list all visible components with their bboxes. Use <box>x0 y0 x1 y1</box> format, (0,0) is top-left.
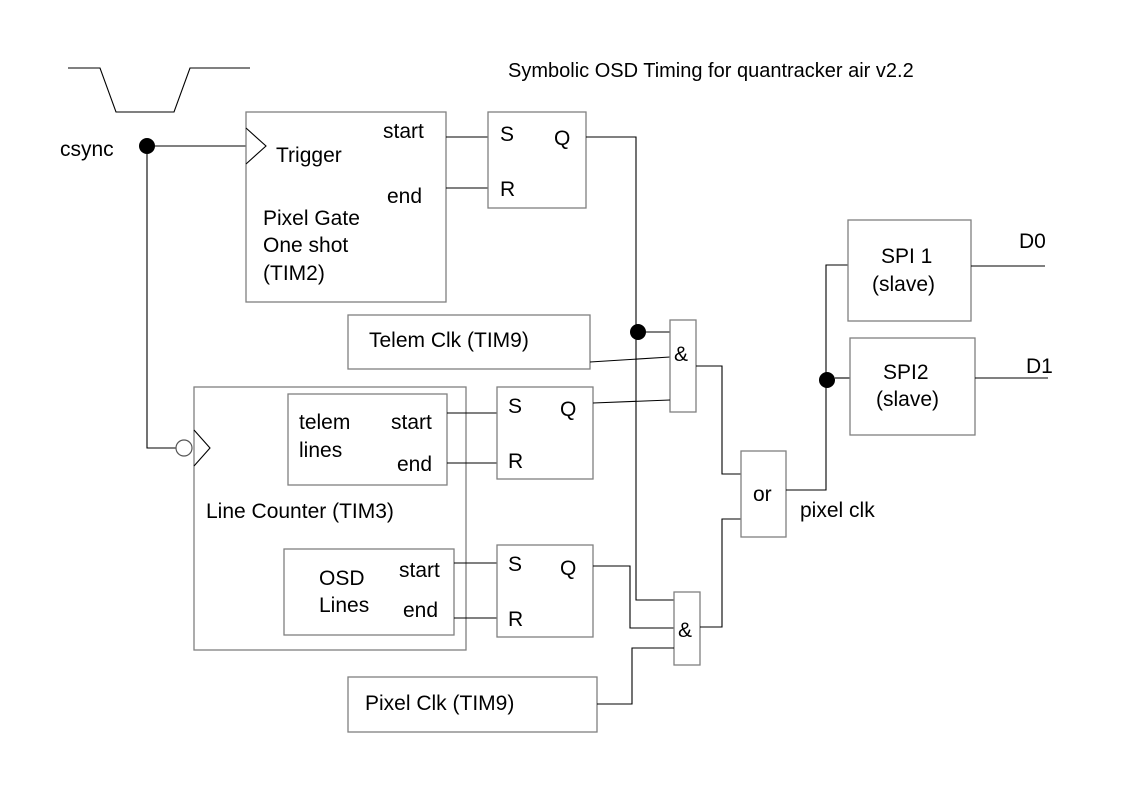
and1-to-or-wire <box>696 365 741 475</box>
sr-flipflop-pixel-gate: S R Q <box>487 111 587 209</box>
and2-to-or-wire <box>700 518 741 628</box>
spi1-line1: SPI 1 <box>881 245 932 268</box>
osd-lines-end-label: end <box>403 599 438 622</box>
spi2-line1: SPI2 <box>883 361 929 384</box>
pixel-clk-box: Pixel Clk (TIM9) <box>347 676 598 733</box>
or-gate: or <box>740 450 787 538</box>
pixel-clk-label: pixel clk <box>800 499 875 522</box>
spi1-box: SPI 1 (slave) <box>847 219 972 322</box>
and-gate-osd: & <box>673 591 701 666</box>
and-gate-telem-label: & <box>674 343 688 366</box>
line-counter-inverter-bubble <box>175 439 193 457</box>
flipflop-r-label: R <box>508 608 523 631</box>
d1-label: D1 <box>1026 355 1053 378</box>
pixel-gate-start-label: start <box>383 120 424 143</box>
flipflop-s-label: S <box>508 553 522 576</box>
pixel-gate-name-line2: One shot <box>263 234 348 257</box>
telem-lines-box: telem lines start end <box>287 393 448 486</box>
telem-q-to-and1-wire <box>592 399 671 404</box>
line-counter-clock-symbol <box>193 429 211 467</box>
trigger-clock-symbol <box>245 127 267 165</box>
telem-lines-start-label: start <box>391 411 432 434</box>
csync-waveform <box>68 67 250 113</box>
and-gate-telem: & <box>669 319 697 413</box>
diagram-title: Symbolic OSD Timing for quantracker air … <box>508 60 914 82</box>
pixel-gate-name-line1: Pixel Gate <box>263 207 360 230</box>
csync-label: csync <box>60 138 114 161</box>
osd-lines-line1: OSD <box>319 567 365 590</box>
telem-clk-box: Telem Clk (TIM9) <box>347 314 591 370</box>
telem-clk-label: Telem Clk (TIM9) <box>369 329 529 352</box>
spi-junction-dot <box>819 372 835 388</box>
pixel-gate-name-line3: (TIM2) <box>263 262 325 285</box>
csync-junction-dot <box>139 138 155 154</box>
osd-lines-line2: Lines <box>319 594 369 617</box>
flipflop-r-label: R <box>500 178 515 201</box>
spi1-line2: (slave) <box>872 273 935 296</box>
spi2-line2: (slave) <box>876 388 939 411</box>
telem-lines-end-label: end <box>397 453 432 476</box>
flipflop-q-label: Q <box>560 557 576 580</box>
osd-lines-start-label: start <box>399 559 440 582</box>
telem-lines-line1: telem <box>299 411 350 434</box>
flipflop-q-label: Q <box>560 398 576 421</box>
pixel-gate-junction-dot <box>630 324 646 340</box>
pixel-gate-q-wire <box>586 136 674 601</box>
flipflop-r-label: R <box>508 450 523 473</box>
telem-lines-line2: lines <box>299 439 342 462</box>
telem-clk-wire <box>589 356 671 363</box>
pixel-clk-to-and2-wire <box>597 647 674 705</box>
trigger-label: Trigger <box>276 144 342 167</box>
flipflop-q-label: Q <box>554 127 570 150</box>
csync-to-line-counter-wire <box>146 154 176 449</box>
sr-flipflop-osd: S R Q <box>496 544 594 638</box>
osd-lines-box: OSD Lines start end <box>283 548 455 636</box>
pixel-clk-box-label: Pixel Clk (TIM9) <box>365 692 514 715</box>
line-counter: Line Counter (TIM3) telem lines start en… <box>175 386 467 651</box>
and-gate-osd-label: & <box>678 619 692 642</box>
pixel-gate-one-shot: Trigger start end Pixel Gate One shot (T… <box>245 111 447 303</box>
flipflop-s-label: S <box>508 395 522 418</box>
osd-q-to-and2-wire <box>593 565 674 629</box>
line-counter-label: Line Counter (TIM3) <box>206 500 394 523</box>
pixel-gate-end-label: end <box>387 185 422 208</box>
spi2-box: SPI2 (slave) <box>849 337 976 436</box>
sr-flipflop-telem: S R Q <box>496 386 594 480</box>
flipflop-s-label: S <box>500 123 514 146</box>
d0-label: D0 <box>1019 230 1046 253</box>
or-gate-label: or <box>753 483 772 506</box>
